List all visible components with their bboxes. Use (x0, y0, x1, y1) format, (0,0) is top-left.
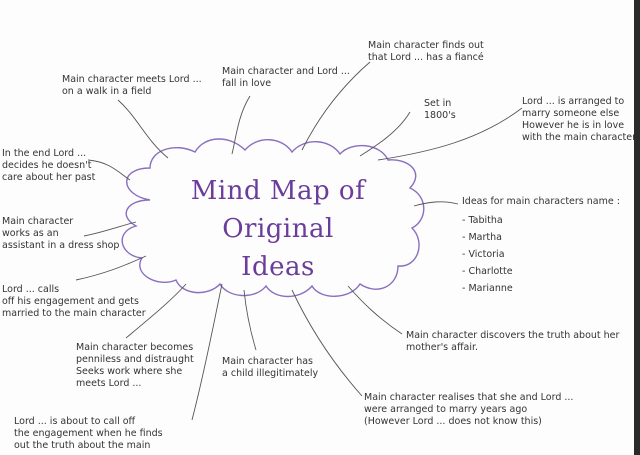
branch-line (291, 289, 363, 397)
branch-note-set-in: Set in 1800's (424, 98, 456, 121)
branch-note-about-to: Lord ... is about to call off the engage… (14, 416, 163, 451)
branch-line (231, 95, 251, 155)
branch-note-penniless: Main character becomes penniless and dis… (76, 342, 194, 389)
branch-line (191, 283, 223, 421)
name-item: Victoria (462, 246, 513, 263)
branch-note-calls-off: Lord ... calls off his engagement and ge… (2, 284, 146, 319)
branch-note-fall-in-love: Main character and Lord ... fall in love (222, 66, 350, 89)
names-heading: Ideas for main characters name : (462, 196, 620, 207)
name-item: Martha (462, 229, 513, 246)
branch-line (117, 99, 169, 159)
branch-line (125, 283, 187, 339)
branch-line (75, 255, 147, 281)
branch-line (377, 107, 523, 161)
branch-line (413, 201, 459, 207)
name-item: Tabitha (462, 212, 513, 229)
branch-note-lord-end: In the end Lord ... decides he doesn't c… (2, 148, 96, 183)
branch-note-discovers: Main character discovers the truth about… (406, 330, 620, 353)
branch-note-assistant: Main character works as an assistant in … (2, 216, 120, 251)
branch-note-child: Main character has a child illegitimatel… (222, 356, 319, 379)
branch-note-arranged: Lord ... is arranged to marry someone el… (522, 96, 637, 143)
title-line-1: Mind Map of Original (190, 176, 366, 244)
mind-map-title: Mind Map of Original Ideas (140, 172, 416, 286)
branch-line (87, 159, 131, 181)
branch-line (83, 221, 137, 237)
names-list: Tabitha Martha Victoria Charlotte Marian… (462, 212, 513, 297)
name-item: Charlotte (462, 263, 513, 280)
name-item: Marianne (462, 280, 512, 297)
branch-line (301, 61, 371, 151)
branch-line (359, 111, 411, 157)
branch-line (347, 285, 403, 335)
title-line-2: Ideas (241, 252, 315, 282)
cloud-outline (121, 138, 425, 298)
branch-line (243, 289, 257, 351)
branch-note-meets-lord: Main character meets Lord ... on a walk … (62, 74, 202, 97)
branch-note-realises: Main character realises that she and Lor… (364, 392, 574, 427)
branch-note-finds-out: Main character finds out that Lord ... h… (368, 40, 484, 63)
scan-edge (634, 0, 640, 455)
